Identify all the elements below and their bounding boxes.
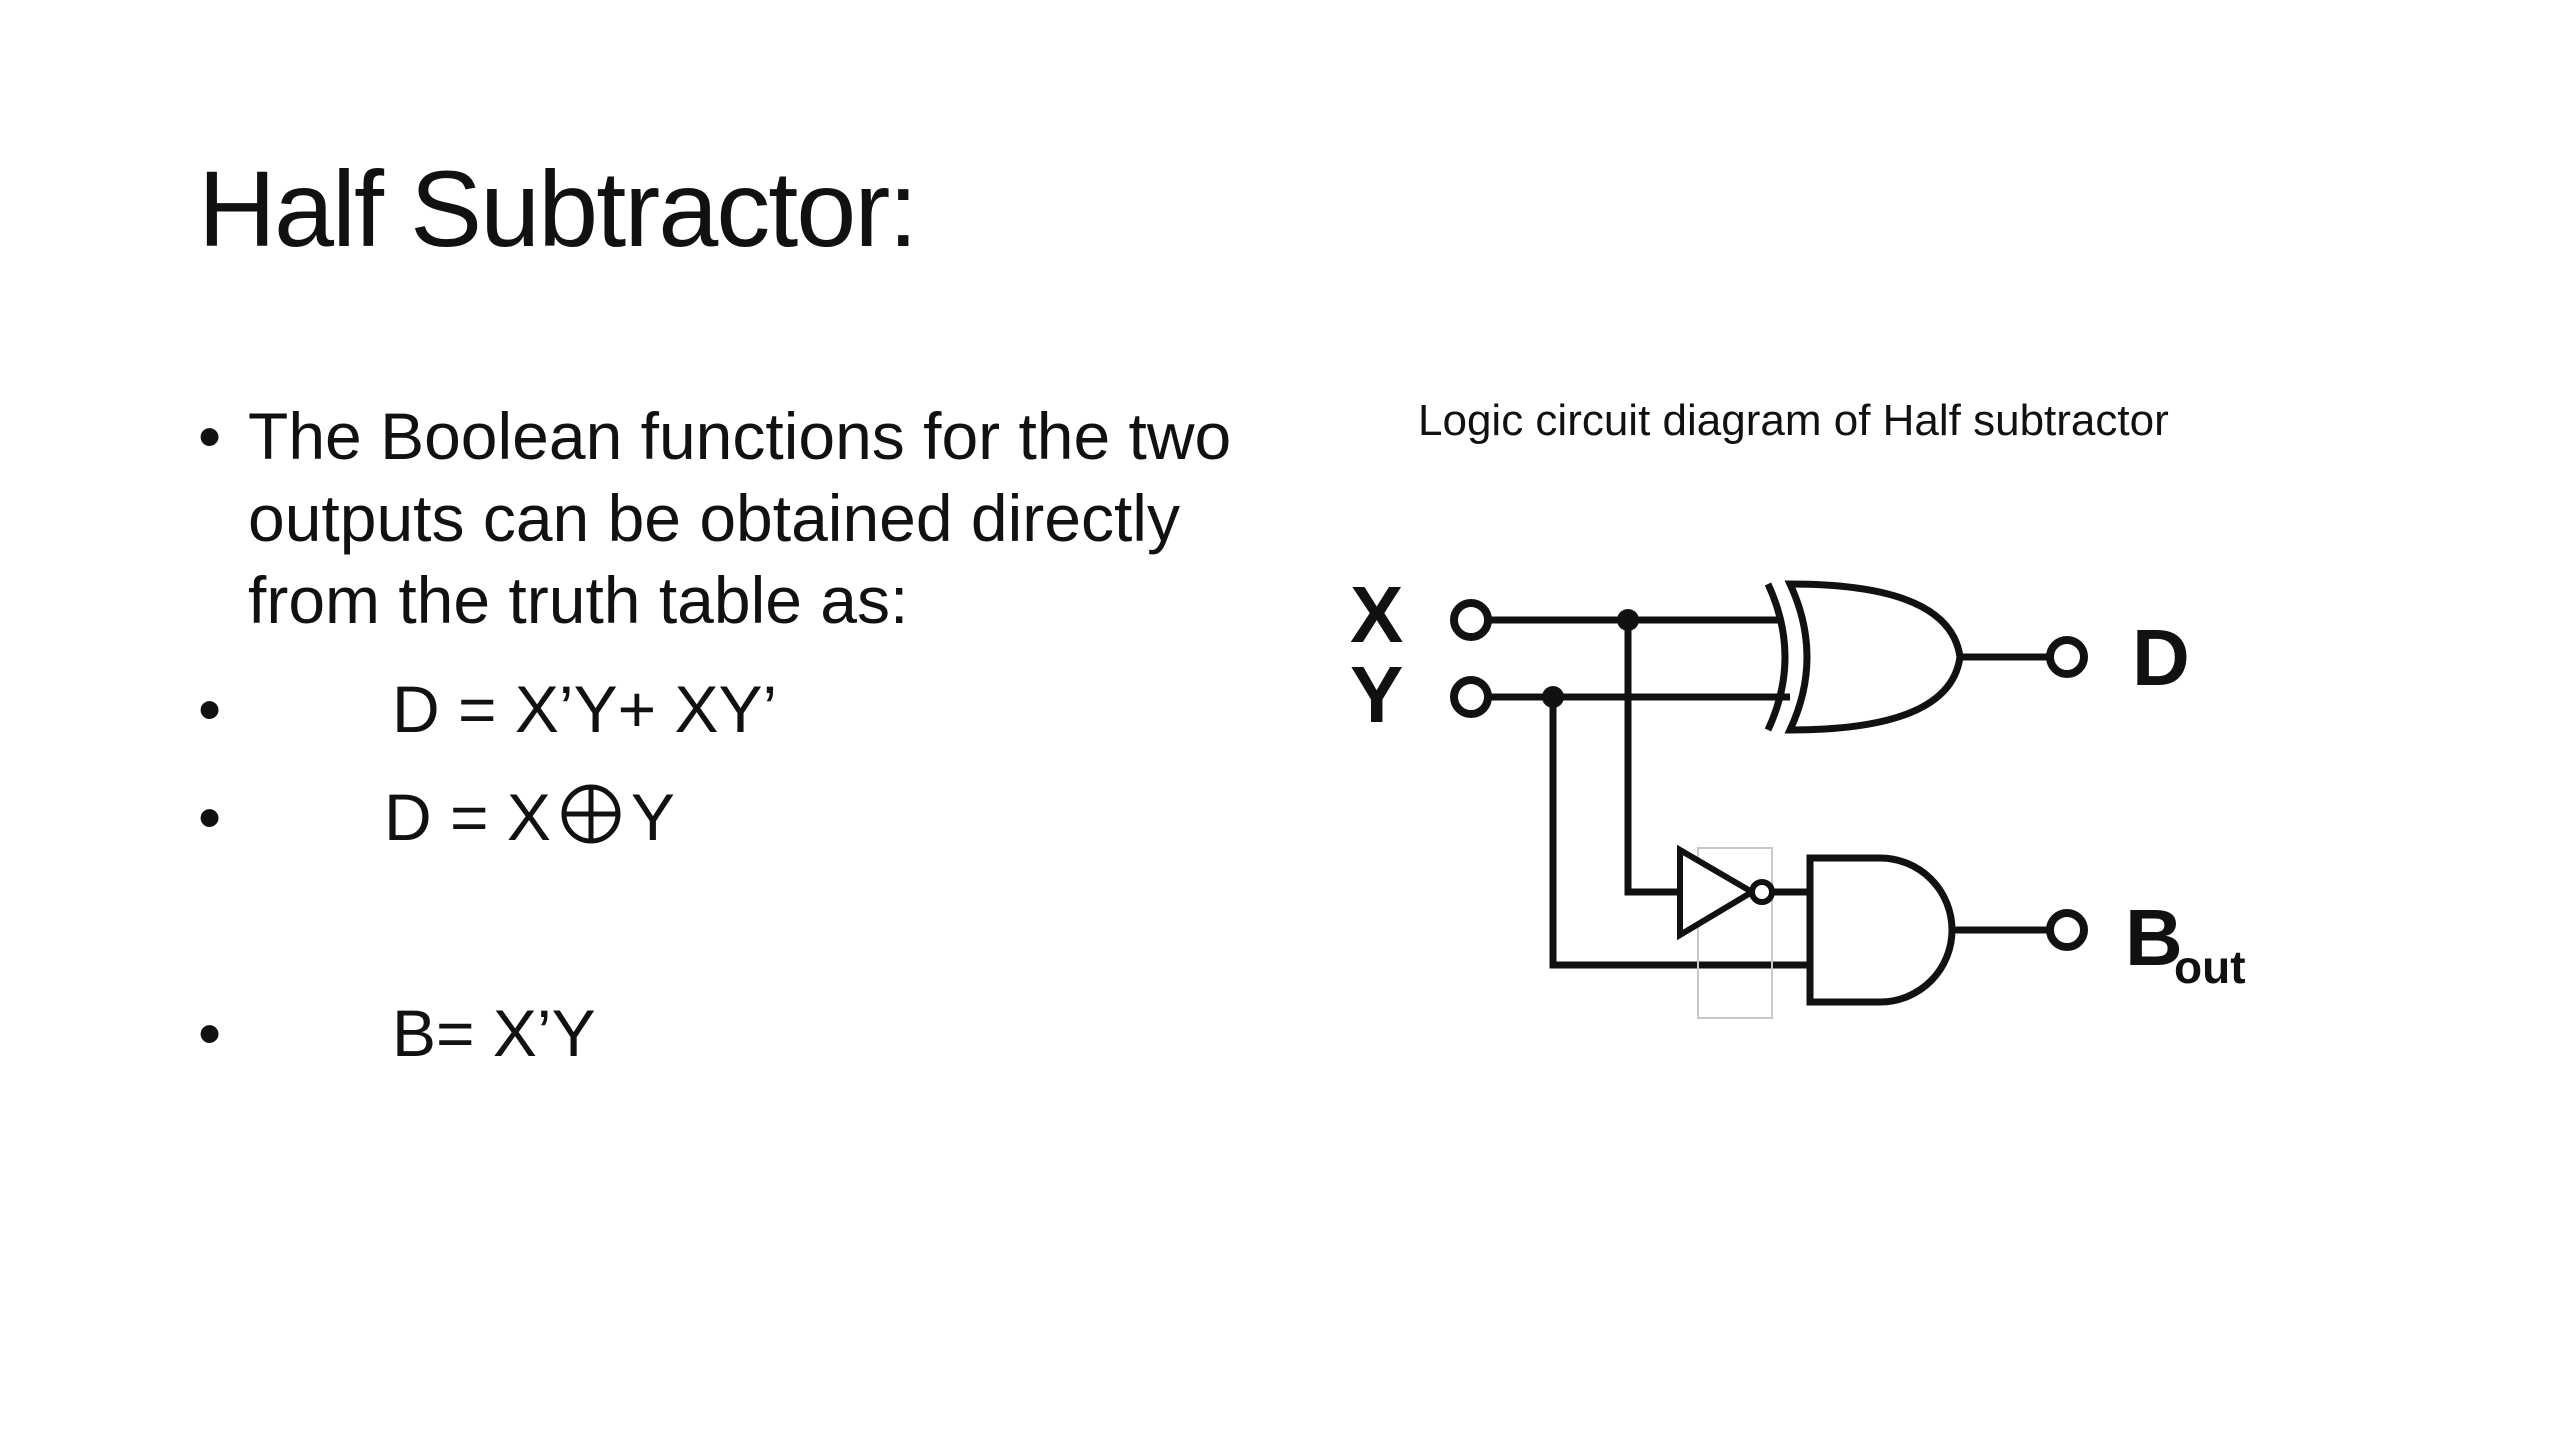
xor-circle-plus-icon — [559, 782, 623, 864]
slide-title: Half Subtractor: — [198, 148, 918, 269]
bullet-marker: • — [198, 780, 222, 854]
wire-y-to-and — [1549, 697, 1808, 969]
not-gate-icon — [1677, 844, 1775, 941]
bullet-item: • B= X’Y — [198, 992, 1198, 1074]
output-label-b: B — [2125, 893, 2183, 982]
equation-right: Y — [630, 780, 675, 854]
bullet-marker: • — [198, 399, 222, 473]
and-gate-icon — [1806, 854, 1956, 1006]
output-label-d: D — [2132, 613, 2190, 702]
bullet-marker: • — [198, 996, 222, 1070]
bullet-item: • D = X Y — [198, 776, 1198, 858]
diagram-caption: Logic circuit diagram of Half subtractor — [1418, 396, 2169, 445]
bullet-item: • The Boolean functions for the two outp… — [198, 395, 1231, 645]
input-terminal-x — [1450, 599, 1492, 641]
equation-difference: D = X’Y+ XY’ — [392, 672, 778, 746]
input-label-x: X — [1350, 570, 1403, 659]
input-terminal-y — [1450, 676, 1492, 718]
output-terminal-d — [2046, 636, 2088, 678]
output-terminal-bout — [2046, 909, 2088, 951]
bullet-marker: • — [198, 672, 222, 746]
xor-gate-icon — [1764, 580, 1964, 734]
equation-left: D = X — [384, 780, 551, 854]
equation-borrow: B= X’Y — [392, 996, 596, 1070]
output-label-b-subscript: out — [2174, 941, 2246, 993]
input-label-y: Y — [1350, 650, 1403, 739]
equation-difference-xor: D = X Y — [384, 776, 675, 864]
bullet-item: • D = X’Y+ XY’ — [198, 668, 1198, 750]
wire-x-to-not — [1624, 620, 1680, 896]
bullet-text: The Boolean functions for the two output… — [248, 399, 1232, 637]
selection-outline — [1697, 847, 1773, 1019]
